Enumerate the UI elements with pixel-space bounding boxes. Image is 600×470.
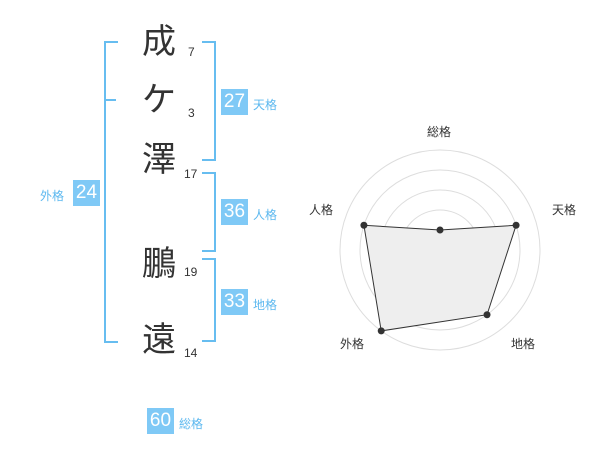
radar-points (360, 221, 520, 335)
radar-label-chikaku: 地格 (511, 337, 536, 351)
name-char-2: ケ (142, 80, 176, 120)
radar-point-2 (512, 221, 520, 229)
stroke-count-3: 17 (184, 167, 198, 181)
jinkaku-label: 人格 (253, 208, 278, 222)
radar-point-4 (377, 327, 385, 335)
stroke-count-5: 14 (184, 346, 198, 360)
chikaku-label: 地格 (253, 298, 278, 312)
stroke-count-4: 19 (184, 265, 198, 279)
soukaku-label: 総格 (179, 417, 204, 431)
tenkaku-bracket (202, 41, 216, 161)
soukaku-value: 60 (147, 408, 174, 434)
radar-label-jinkaku: 人格 (309, 203, 334, 217)
radar-ring (339, 149, 541, 351)
name-char-4: 鵬 (142, 244, 176, 284)
name-char-3: 澤 (142, 140, 176, 180)
tenkaku-value: 27 (221, 89, 248, 115)
name-char-5: 遠 (142, 320, 176, 360)
radar-point-5 (360, 221, 368, 229)
gaikaku-bracket-tick (104, 99, 116, 101)
radar-ring (359, 169, 521, 331)
chikaku-bracket (202, 258, 216, 342)
radar-label-gaikaku: 外格 (340, 337, 365, 351)
gaikaku-bracket (104, 41, 118, 343)
stroke-count-2: 3 (188, 106, 195, 120)
gaikaku-value: 24 (73, 180, 100, 206)
radar-label-tenkaku: 天格 (552, 203, 577, 217)
tenkaku-label: 天格 (253, 98, 278, 112)
jinkaku-bracket (202, 172, 216, 252)
radar-point-3 (483, 311, 491, 319)
gaikaku-label: 外格 (40, 189, 65, 203)
radar-point-1 (436, 226, 444, 234)
radar-label-soukaku: 総格 (427, 125, 452, 139)
stroke-count-1: 7 (188, 45, 195, 59)
jinkaku-value: 36 (221, 199, 248, 225)
radar-polygon (363, 224, 517, 332)
chikaku-value: 33 (221, 289, 248, 315)
name-char-1: 成 (142, 22, 176, 62)
